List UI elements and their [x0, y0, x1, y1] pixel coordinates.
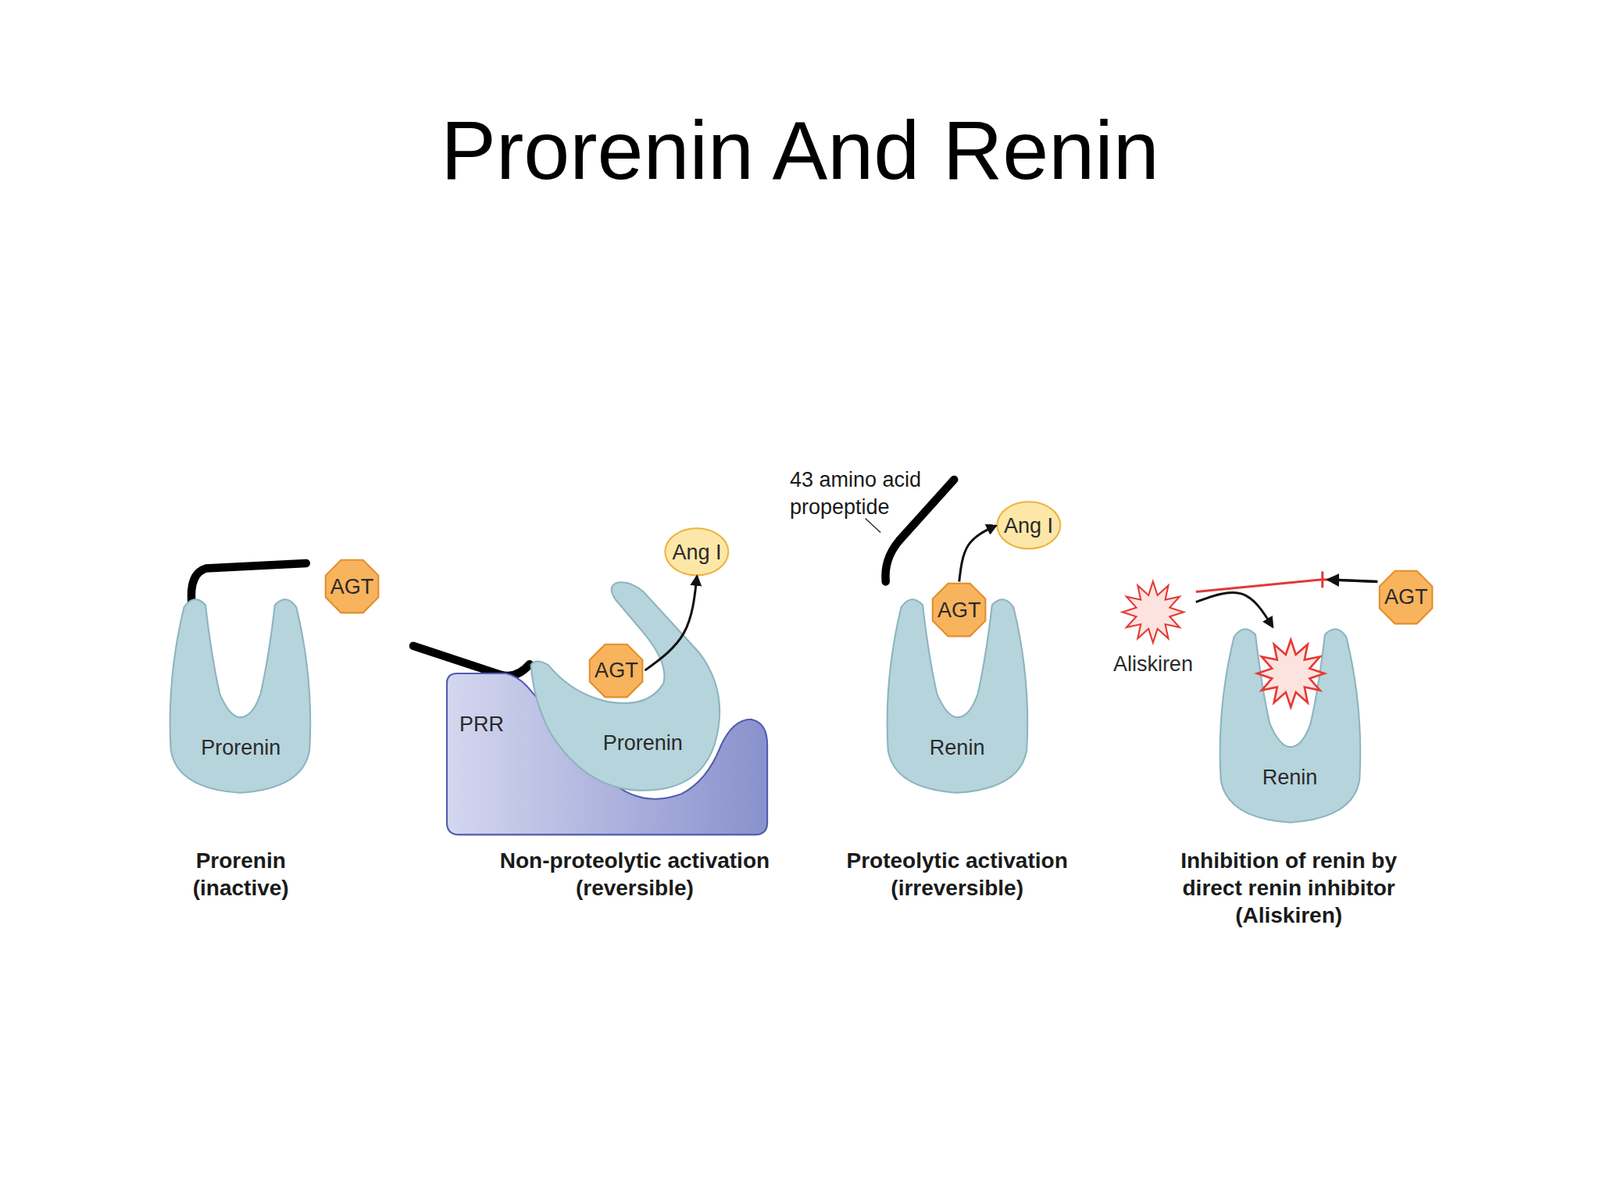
agt-octagon-outline: [1379, 570, 1433, 624]
node-label: Prorenin: [603, 732, 683, 754]
propeptide-chain: [885, 479, 954, 583]
panel-caption: Prorenin (inactive): [168, 846, 314, 902]
node-label: AGT: [937, 600, 982, 622]
aliskiren-star-outline: [1122, 581, 1184, 643]
slide-title: Prorenin And Renin: [0, 102, 1600, 198]
prorenin-shape-outline: [530, 582, 720, 791]
propeptide-chain: [413, 646, 530, 676]
agt-octagon: AGT: [323, 557, 381, 615]
renin-shape-outline: [1219, 628, 1361, 823]
inhibition-bar: [1321, 571, 1324, 588]
aliskiren-star: Aliskiren: [1110, 577, 1197, 678]
agt-octagon: AGT: [587, 642, 645, 700]
leader-line: [865, 518, 882, 533]
node-label: AGT: [1384, 586, 1429, 608]
reaction-arrow: [959, 525, 997, 583]
reaction-arrow: [1196, 592, 1273, 626]
prr-receptor: PRR Prorenin: [446, 673, 768, 835]
node-label: AGT: [330, 576, 375, 598]
agt-octagon: AGT: [930, 581, 988, 639]
blocked-substrate-arrow: [1328, 579, 1379, 583]
node-label: Prorenin: [200, 737, 281, 759]
renin-shape: Renin: [1218, 626, 1362, 823]
panel-caption: Inhibition of renin by direct renin inhi…: [1164, 846, 1415, 929]
prorenin-shape-outline: [169, 599, 311, 793]
ang-i-ellipse-outline: [665, 528, 729, 576]
node-label: PRR: [459, 714, 504, 736]
node-label: Ang I: [1003, 514, 1054, 536]
agt-octagon: AGT: [1377, 568, 1435, 626]
agt-octagon-outline: [589, 643, 643, 697]
propeptide-chain: [191, 563, 307, 604]
renin-shape-graphic: [1218, 626, 1362, 823]
bound-inhibitor-star: [1257, 639, 1325, 708]
ang-i-ellipse-outline: [996, 502, 1061, 550]
prorenin-shape-graphic: [168, 596, 312, 793]
panel-caption: Proteolytic activation (irreversible): [816, 846, 1098, 902]
agt-octagon-outline: [932, 583, 986, 637]
panel-caption: Non-proteolytic activation (reversible): [478, 846, 791, 902]
node-label: Aliskiren: [1113, 653, 1193, 675]
ang-i-ellipse: Ang I: [996, 500, 1062, 550]
prorenin-shape: Prorenin: [168, 596, 312, 793]
agt-octagon-outline: [325, 560, 379, 614]
inhibition-line: [1196, 579, 1379, 593]
node-label: Ang I: [672, 541, 722, 563]
reaction-arrow: [644, 576, 697, 671]
node-label: AGT: [594, 660, 639, 682]
node-label: Renin: [1262, 767, 1318, 789]
ang-i-ellipse: Ang I: [664, 527, 730, 577]
propeptide-label: 43 amino acid propeptide: [789, 466, 947, 522]
node-label: Renin: [929, 737, 986, 759]
